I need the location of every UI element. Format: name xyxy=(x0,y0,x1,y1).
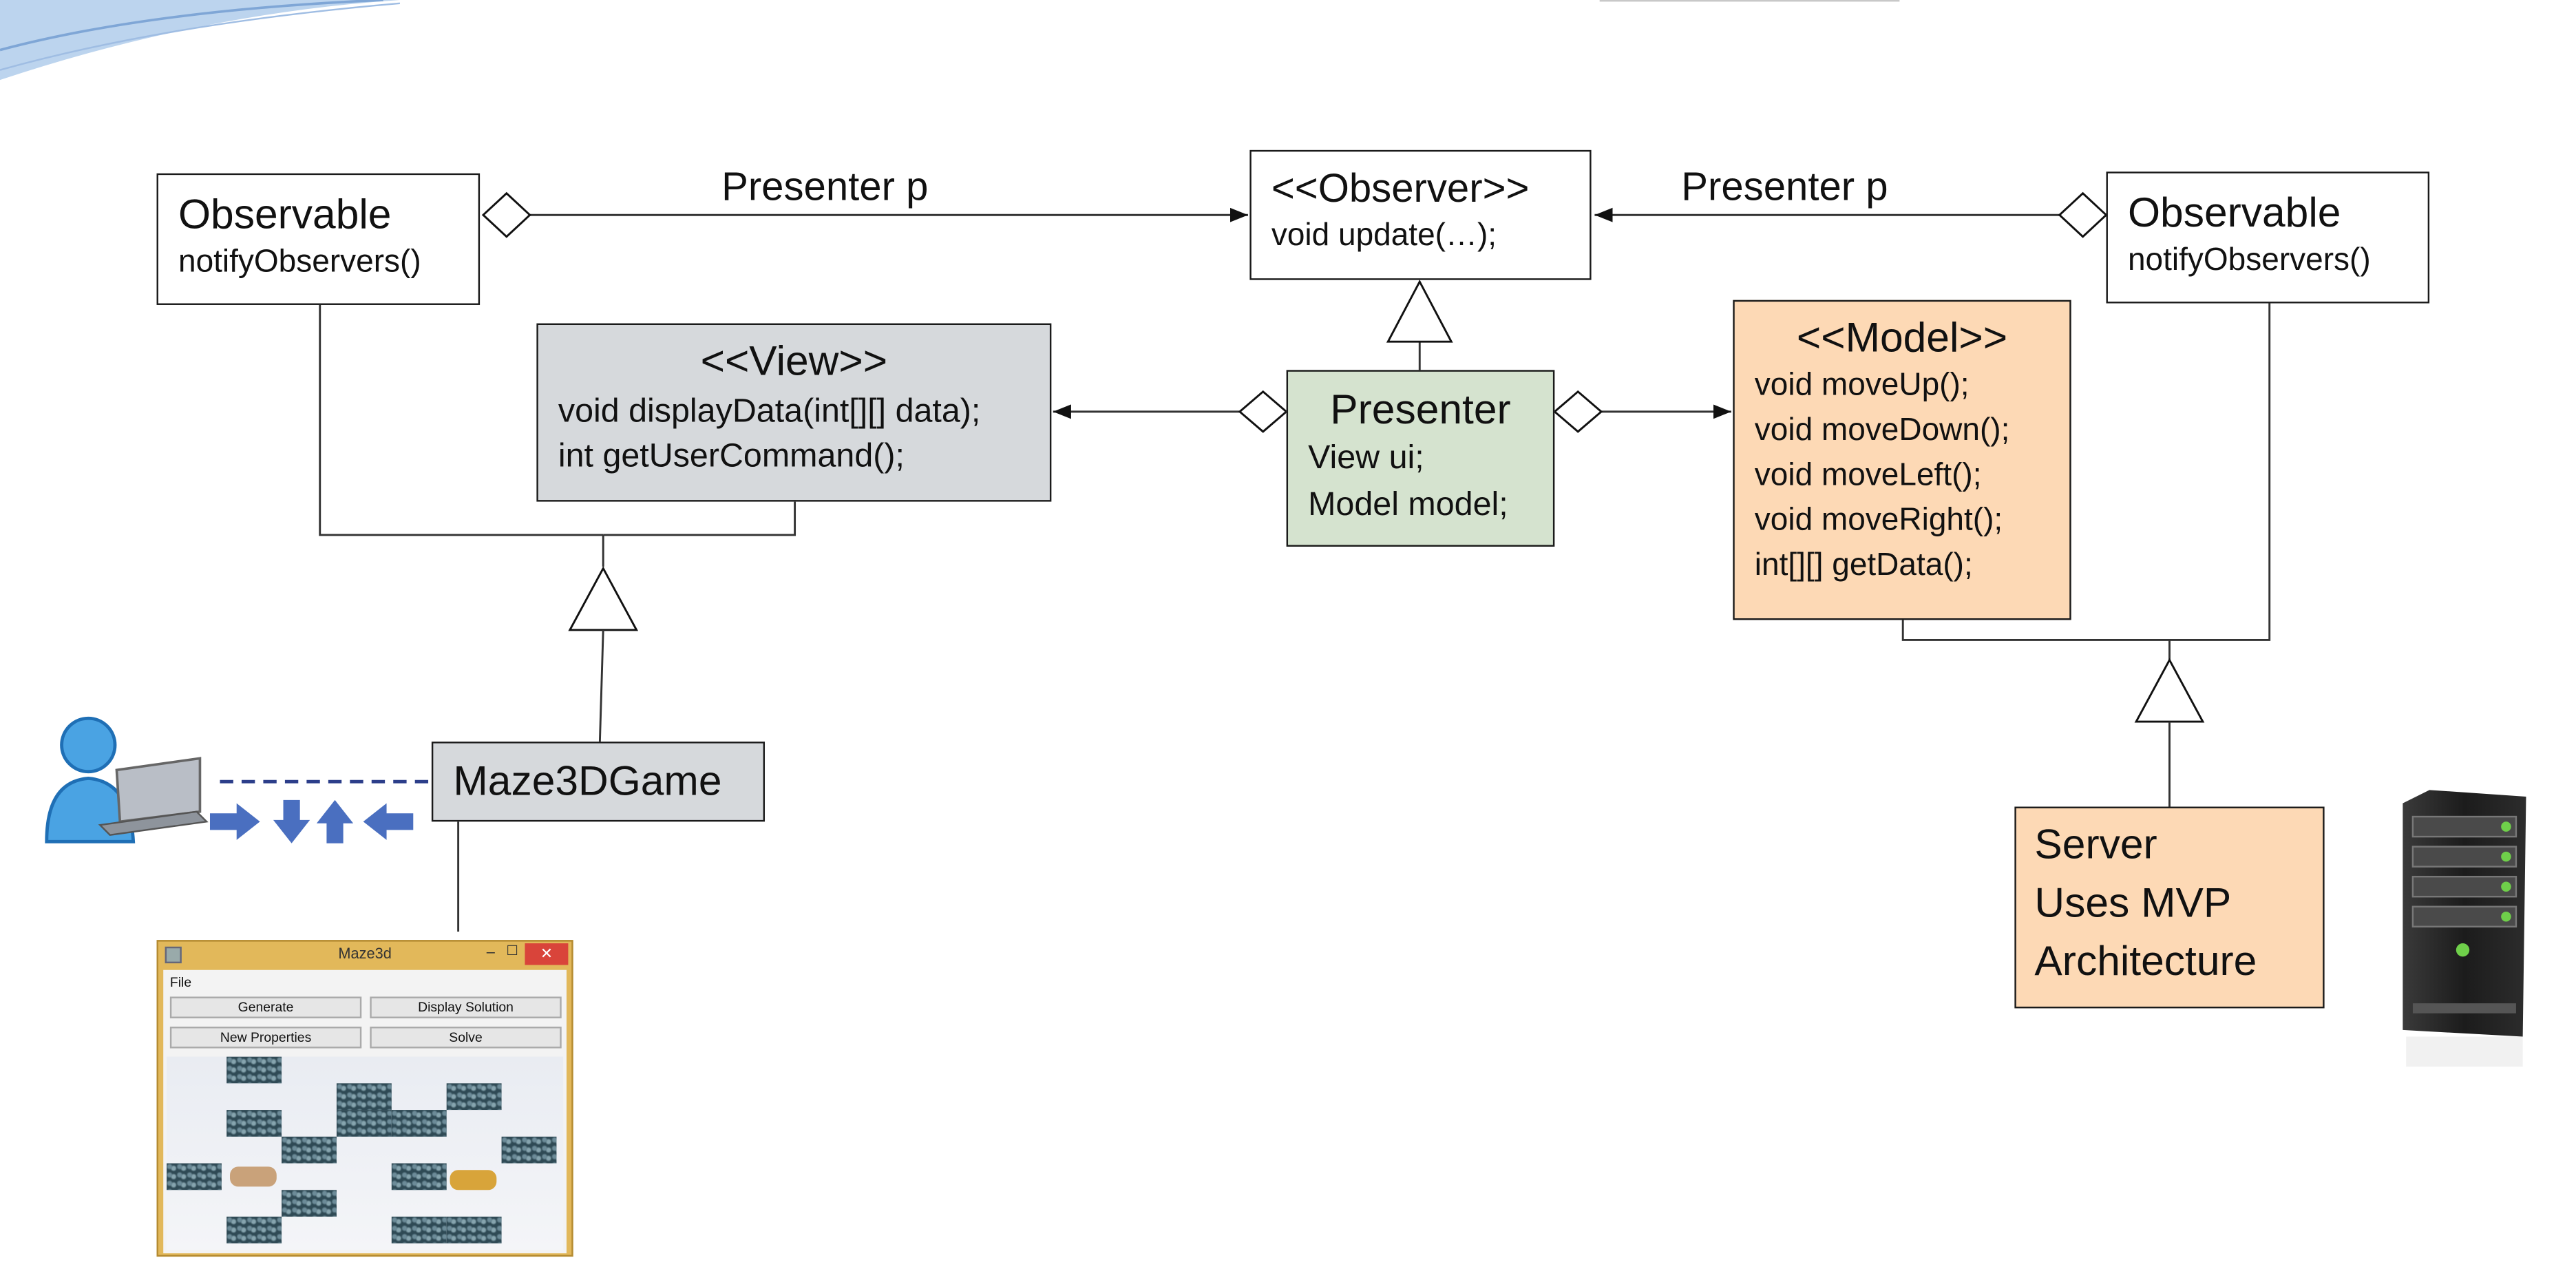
edge-maze3dgame-up xyxy=(598,629,604,742)
maze3d-window-screenshot: Maze3d – ☐ ✕ File Generate Display Solut… xyxy=(156,940,573,1257)
maze-wall-tile xyxy=(167,1163,222,1190)
window-title: Maze3d xyxy=(338,945,392,962)
aggregation-diamond xyxy=(1553,390,1603,433)
maze-wall-tile xyxy=(226,1216,282,1244)
maze-wall-tile xyxy=(446,1083,502,1111)
server-box: Server Uses MVP Architecture xyxy=(2014,806,2325,1009)
window-client: File Generate Display Solution New Prope… xyxy=(163,969,567,1254)
edge-view-down xyxy=(603,501,796,536)
maze-wall-tile xyxy=(226,1056,282,1084)
maze-wall-tile xyxy=(226,1110,282,1137)
server-line: Server xyxy=(2034,821,2157,869)
interface-method: void moveLeft(); xyxy=(1754,458,1982,494)
edge-model-down xyxy=(1901,620,2170,641)
maze-wall-tile xyxy=(501,1136,557,1164)
maze-wall-tile xyxy=(446,1216,502,1244)
maze-wall-tile xyxy=(282,1136,337,1164)
interface-method: int[][] getData(); xyxy=(1754,548,1973,584)
maze3dgame-class: Maze3DGame xyxy=(431,742,766,822)
generate-button[interactable]: Generate xyxy=(169,996,362,1018)
interface-method: void displayData(int[][] data); xyxy=(558,393,981,430)
interface-title: <<Observer>> xyxy=(1271,167,1530,212)
observable-left-class: Observable notifyObservers() xyxy=(156,173,481,305)
display-solution-button[interactable]: Display Solution xyxy=(370,996,562,1018)
aggregation-diamond xyxy=(481,191,531,238)
solve-button[interactable]: Solve xyxy=(370,1027,562,1049)
model-interface: <<Model>> void moveUp(); void moveDown()… xyxy=(1733,300,2071,620)
edge-label-presenter-p-right: Presenter p xyxy=(1681,165,1888,210)
maze-wall-tile xyxy=(282,1190,337,1217)
arrow-down-icon xyxy=(273,799,310,843)
generalization-triangle xyxy=(2134,658,2205,723)
class-field: Model model; xyxy=(1308,486,1508,524)
server-tower-icon xyxy=(2403,790,2526,1067)
observable-right-class: Observable notifyObservers() xyxy=(2106,171,2430,304)
maze-wall-tile xyxy=(391,1163,447,1190)
close-button[interactable]: ✕ xyxy=(525,943,569,965)
generalization-triangle xyxy=(1386,279,1453,343)
menu-file[interactable]: File xyxy=(169,974,192,990)
interface-title: <<View>> xyxy=(700,338,888,386)
decorative-top-line xyxy=(1599,0,1900,2)
maze-canvas[interactable] xyxy=(167,1056,564,1250)
maze-wall-tile xyxy=(336,1110,392,1137)
generalization-triangle xyxy=(568,566,639,631)
edge-observable-left-down xyxy=(319,304,604,536)
class-title: Observable xyxy=(178,191,392,239)
interface-title: <<Model>> xyxy=(1796,315,2008,362)
interface-method: void moveUp(); xyxy=(1754,368,1970,403)
maze-wall-tile xyxy=(391,1216,447,1244)
arrow-right-icon xyxy=(209,803,260,840)
maximize-button[interactable]: ☐ xyxy=(506,943,518,958)
decorative-swoosh xyxy=(0,0,401,81)
minimize-button[interactable]: – xyxy=(486,943,495,961)
interface-method: void update(…); xyxy=(1271,218,1497,253)
app-icon xyxy=(165,946,182,964)
interface-method: int getUserCommand(); xyxy=(558,438,905,475)
class-title: Presenter xyxy=(1330,386,1511,434)
user-with-laptop-icon xyxy=(45,716,209,843)
class-field: View ui; xyxy=(1308,440,1424,477)
arrow-up-icon xyxy=(316,799,354,843)
edge-observable-right-down xyxy=(2169,303,2271,641)
new-properties-button[interactable]: New Properties xyxy=(169,1027,362,1049)
maze-wall-tile xyxy=(391,1110,447,1137)
class-method: notifyObservers() xyxy=(178,244,421,280)
view-interface: <<View>> void displayData(int[][] data);… xyxy=(536,323,1052,502)
player-sprite xyxy=(230,1166,277,1187)
window-titlebar: Maze3d – ☐ ✕ xyxy=(158,942,571,969)
server-line: Uses MVP xyxy=(2034,880,2232,927)
class-method: notifyObservers() xyxy=(2127,243,2371,279)
class-title: Observable xyxy=(2127,189,2341,237)
observer-interface: <<Observer>> void update(…); xyxy=(1249,149,1592,280)
edge-label-presenter-p-left: Presenter p xyxy=(721,165,929,210)
interface-method: void moveDown(); xyxy=(1754,413,2010,449)
interface-method: void moveRight(); xyxy=(1754,503,2003,538)
server-line: Architecture xyxy=(2034,938,2257,985)
aggregation-diamond xyxy=(2058,191,2108,238)
goal-sprite xyxy=(450,1170,497,1190)
aggregation-diamond xyxy=(1238,390,1288,433)
class-title: Maze3DGame xyxy=(453,758,722,806)
maze-wall-tile xyxy=(336,1083,392,1111)
presenter-class: Presenter View ui; Model model; xyxy=(1286,370,1555,547)
arrow-left-icon xyxy=(363,803,414,840)
